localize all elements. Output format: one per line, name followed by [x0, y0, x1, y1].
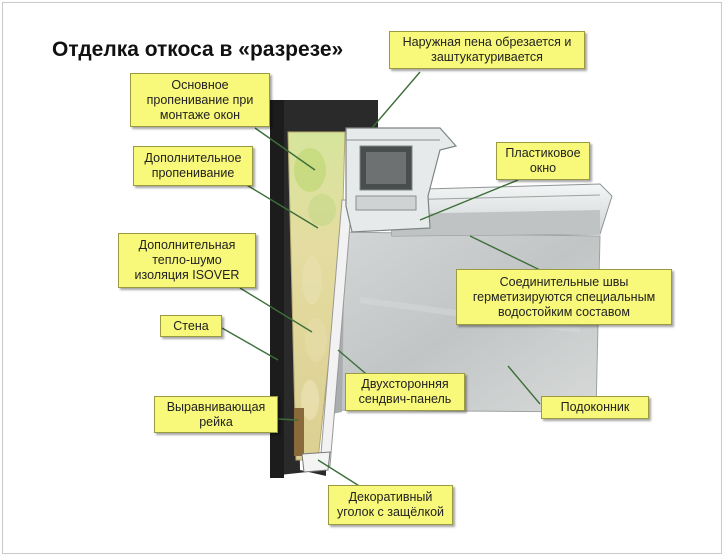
window-frame-profile — [345, 127, 458, 233]
label-main-foam: Основное пропенивание при монтаже окон — [130, 73, 270, 127]
decorative-corner — [301, 451, 331, 473]
label-sandwich-panel: Двухсторонняя сендвич-панель — [345, 373, 465, 411]
label-joints: Соединительные швы герметизируются специ… — [456, 269, 672, 325]
window-profile-extension — [389, 183, 613, 237]
label-plastic-window: Пластиковое окно — [496, 142, 590, 180]
label-outer-foam: Наружная пена обрезается и заштукатурива… — [389, 31, 585, 69]
label-batten: Выравнивающая рейка — [154, 396, 278, 433]
label-wall: Стена — [160, 315, 222, 337]
label-decorative-corner: Декоративный уголок с защёлкой — [328, 485, 453, 525]
label-extra-foam: Дополнительное пропенивание — [133, 146, 253, 186]
diagram-title: Отделка откоса в «разрезе» — [52, 38, 344, 61]
label-isover: Дополнительная тепло-шумо изоляция ISOVE… — [118, 233, 256, 288]
label-sill: Подоконник — [541, 396, 649, 419]
batten — [294, 408, 304, 456]
